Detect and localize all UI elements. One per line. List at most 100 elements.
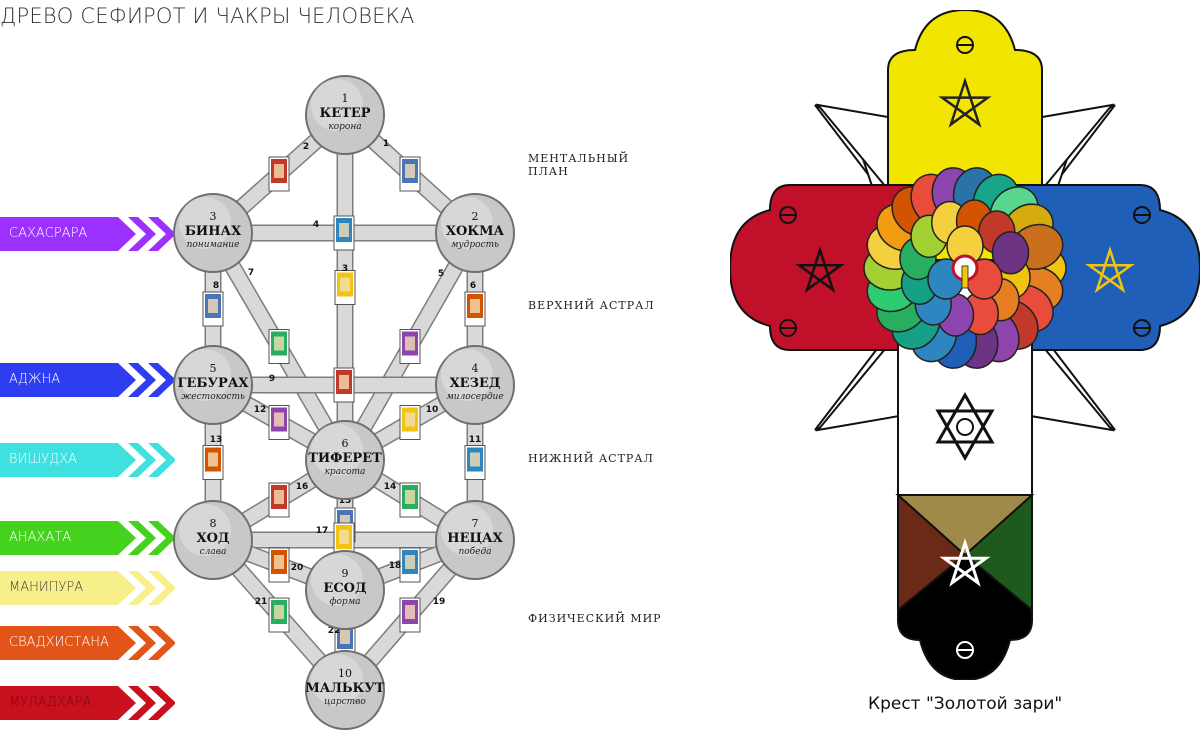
- chakra-7: МУЛАДХАРА: [0, 686, 175, 720]
- sephira-number: 2: [472, 210, 479, 223]
- chakra-6: СВАДХИСТАНА: [0, 626, 175, 660]
- chakra-arrow-icon: [0, 217, 175, 251]
- plane-label-upper-astral: ВЕРХНИЙ АСТРАЛ: [528, 299, 655, 312]
- tarot-card-icon: [399, 482, 421, 518]
- path-number: 7: [248, 268, 254, 278]
- sephira-number: 4: [472, 362, 479, 375]
- sephira-name: НЕЦАХ: [447, 531, 503, 546]
- sephira-name: ЕСОД: [323, 581, 366, 596]
- sephira-number: 3: [210, 210, 217, 223]
- path-number: 11: [469, 435, 482, 445]
- sephira-meaning: корона: [328, 122, 361, 132]
- sephira-name: ХОД: [197, 531, 230, 546]
- sephira-meaning: жестокость: [181, 392, 245, 402]
- plane-label-physical: ФИЗИЧЕСКИЙ МИР: [528, 612, 662, 625]
- chakra-arrow-icon: [0, 363, 175, 397]
- chakra-label: МУЛАДХАРА: [9, 695, 92, 710]
- tarot-card-icon: [333, 215, 355, 251]
- tarot-card-icon: [399, 547, 421, 583]
- path-number: 8: [213, 281, 219, 291]
- tarot-card-icon: [202, 291, 224, 327]
- path-number: 9: [269, 374, 275, 384]
- chakra-arrow-icon: [0, 626, 175, 660]
- pentagram-icon: [1085, 245, 1135, 294]
- path-number: 2: [303, 142, 309, 152]
- sephira-name: БИНАХ: [185, 224, 242, 239]
- sephira-number: 10: [338, 667, 352, 680]
- tarot-card-icon: [399, 405, 421, 440]
- elemental-symbols: [779, 36, 1151, 659]
- sephira-name: ХЕЗЕД: [450, 376, 501, 391]
- sephira-name: ГЕБУРАХ: [178, 376, 250, 391]
- path-number: 14: [384, 482, 397, 492]
- sephira-number: 1: [342, 92, 349, 105]
- path-number: 20: [291, 563, 304, 573]
- tarot-card-icon: [268, 329, 290, 364]
- chakra-label: САХАСРАРА: [9, 226, 88, 241]
- tarot-card-icon: [399, 156, 421, 192]
- chakra-arrow-icon: [0, 571, 175, 605]
- tarot-card-icon: [202, 445, 224, 480]
- cross-caption: Крест "Золотой зари": [868, 694, 1063, 714]
- path-number: 12: [254, 405, 267, 415]
- golden-dawn-cross-image: [730, 10, 1200, 680]
- chakra-2: АДЖНА: [0, 363, 175, 397]
- tarot-card-icon: [334, 270, 356, 305]
- chakra-arrow-icon: [0, 443, 175, 477]
- sephira-meaning: понимание: [187, 240, 240, 250]
- sephirot: 1КЕТЕРкорона2ХОКМАмудрость3БИНАХпонимани…: [173, 75, 515, 730]
- chakra-4: АНАХАТА: [0, 521, 175, 555]
- chakra-label: АНАХАТА: [9, 530, 72, 545]
- chakra-label: СВАДХИСТАНА: [9, 635, 109, 650]
- chakra-label: АДЖНА: [9, 372, 61, 387]
- chakra-arrow-icon: [0, 521, 175, 555]
- sephira-meaning: форма: [329, 597, 360, 607]
- tarot-card-icon: [268, 405, 290, 440]
- page-title: ДРЕВО СЕФИРОТ И ЧАКРЫ ЧЕЛОВЕКА: [0, 4, 415, 28]
- sephira-name: КЕТЕР: [319, 106, 370, 121]
- chakra-5: МАНИПУРА: [0, 571, 175, 605]
- path-number: 4: [313, 220, 319, 230]
- tarot-card-icon: [333, 367, 355, 403]
- path-number: 5: [438, 269, 444, 279]
- pentagram-icon: [939, 538, 991, 587]
- chakra-3: ВИШУДХА: [0, 443, 175, 477]
- path-number: 13: [210, 435, 223, 445]
- sephira-number: 9: [342, 567, 349, 580]
- cross-center-column: [897, 339, 1033, 496]
- sephira-meaning: милосердие: [446, 392, 503, 402]
- tarot-card-icon: [333, 522, 355, 558]
- pentagram-icon: [938, 76, 992, 128]
- tarot-card-icon: [268, 482, 290, 518]
- path-number: 19: [433, 597, 446, 607]
- tarot-card-icon: [268, 597, 290, 633]
- plane-label-mental: МЕНТАЛЬНЫЙ ПЛАН: [528, 152, 630, 178]
- path-number: 18: [389, 561, 402, 571]
- chakra-label: МАНИПУРА: [9, 580, 84, 595]
- cross-rays: [814, 103, 1116, 432]
- path-number: 21: [255, 597, 268, 607]
- path-number: 15: [339, 496, 352, 506]
- path-number: 17: [316, 526, 329, 536]
- rose-icon: [863, 167, 1067, 369]
- tarot-card-icon: [268, 156, 290, 192]
- sephira-number: 6: [342, 437, 349, 450]
- path-number: 16: [296, 482, 309, 492]
- path-number: 1: [383, 139, 389, 149]
- tarot-cards: [202, 156, 486, 658]
- sephira-number: 8: [210, 517, 217, 530]
- pentagram-icon: [795, 245, 845, 294]
- chakra-label: ВИШУДХА: [9, 452, 78, 467]
- sephira-number: 7: [472, 517, 479, 530]
- tarot-card-icon: [268, 547, 290, 583]
- chakra-1: САХАСРАРА: [0, 217, 175, 251]
